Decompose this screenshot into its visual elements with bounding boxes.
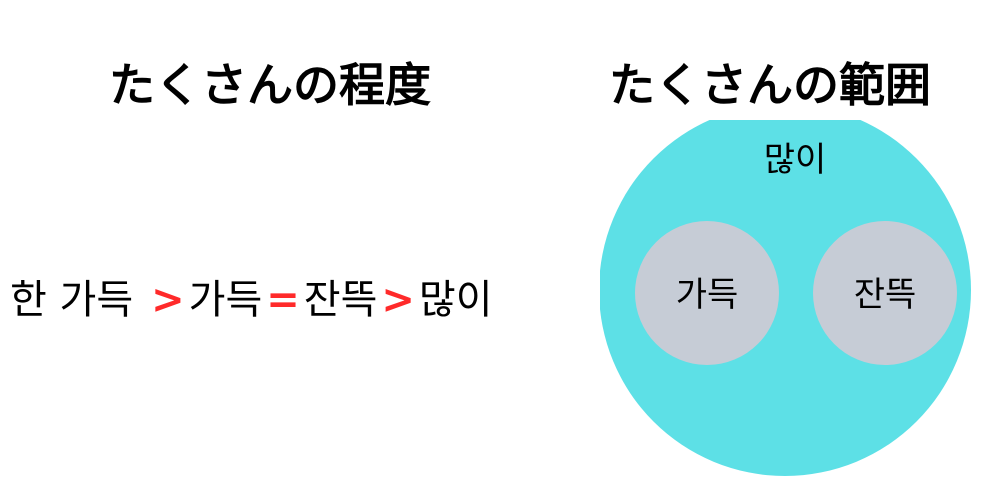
greater-than-operator-2: >	[381, 277, 415, 323]
word-mani: 많이	[418, 277, 493, 323]
equals-operator: =	[266, 277, 300, 323]
outer-circle-label: 많이	[764, 140, 827, 180]
inner-circle-gadeuk	[635, 221, 779, 365]
word-gadeuk: 가득	[188, 277, 263, 323]
inner-circle-label-jantteuk: 잔뜩	[854, 275, 917, 315]
inner-circle-jantteuk	[813, 221, 957, 365]
degree-scale: 한 가득>가득=잔뜩>많이	[10, 268, 550, 332]
outer-circle-mani	[600, 120, 971, 476]
word-han-gadeuk: 한 가득	[10, 277, 134, 323]
range-heading: たくさんの範囲	[609, 58, 931, 112]
degree-heading: たくさんの程度	[109, 58, 431, 112]
greater-than-operator: >	[151, 277, 185, 323]
range-venn-diagram: 많이 가득 잔뜩	[600, 120, 971, 476]
word-jantteuk: 잔뜩	[303, 277, 378, 323]
inner-circle-label-gadeuk: 가득	[676, 275, 739, 315]
